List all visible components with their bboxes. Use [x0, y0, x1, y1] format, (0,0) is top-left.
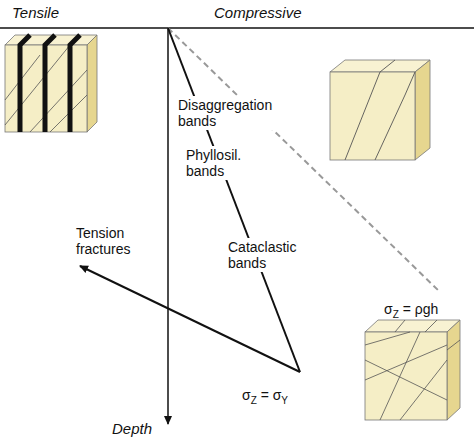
compressive-cube — [330, 60, 430, 160]
fracture-label: Tension fractures — [74, 224, 156, 258]
stress-equation: σZ = ρgh — [382, 300, 440, 318]
band-label: Disaggregation bands — [176, 96, 276, 130]
cataclastic-cube — [365, 320, 460, 420]
lithostatic-line — [168, 28, 440, 292]
axis-label: Depth — [110, 420, 154, 438]
band-path — [168, 28, 300, 372]
axis-label: Tensile — [10, 4, 61, 22]
tensile-cube — [5, 35, 97, 132]
stress-equation: σZ = σY — [240, 386, 290, 404]
transition-arrow — [80, 266, 300, 372]
depth-axis — [167, 28, 169, 424]
band-label: Cataclastic bands — [226, 238, 300, 272]
band-label: Phyllosil. bands — [184, 146, 254, 180]
stress-axis — [0, 27, 474, 29]
axis-label: Compressive — [212, 4, 304, 22]
